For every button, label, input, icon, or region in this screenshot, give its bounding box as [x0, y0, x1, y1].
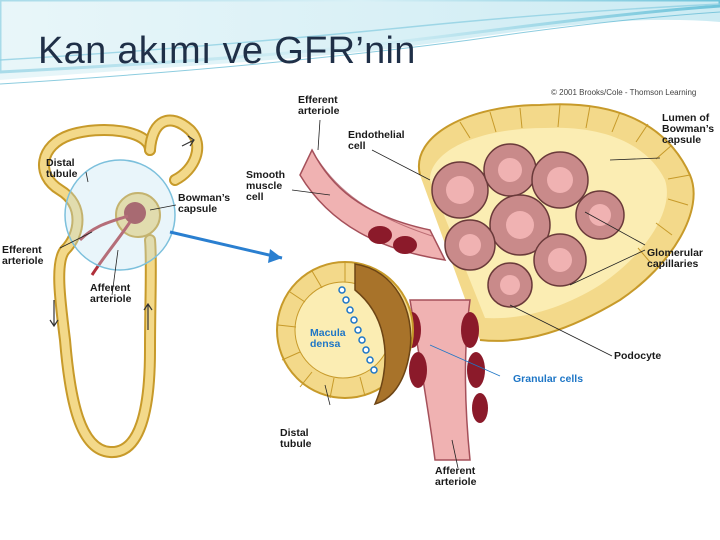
small-afferent-arteriole — [90, 221, 132, 276]
label-podocyte: Podocyte — [614, 350, 662, 362]
label-bowmans-capsule-small: Bowman’s capsule — [178, 192, 231, 215]
small-glomerulus — [124, 202, 146, 224]
label-lumen-bowmans-capsule: Lumen of Bowman’s capsule — [662, 112, 715, 146]
flow-arrow-3 — [181, 135, 195, 147]
label-granular-cells: Granular cells — [513, 373, 584, 385]
label-endothelial-cell: Endothelial cell — [348, 129, 405, 152]
label-efferent-arteriole: Efferent arteriole — [298, 94, 340, 117]
distal-tubule-cell-dividers — [277, 262, 366, 399]
label-distal-tubule: Distal tubule — [280, 427, 312, 450]
nephron-overview — [38, 114, 283, 458]
macula-densa-chain — [338, 286, 378, 374]
zoom-pointer-arrow — [169, 230, 283, 260]
label-glomerular-capillaries: Glomerular capillaries — [647, 247, 704, 270]
jga-enlarged — [276, 103, 695, 461]
label-efferent-arteriole-small: Efferent arteriole — [2, 244, 44, 267]
flow-arrow-1 — [49, 300, 59, 328]
copyright-notice: © 2001 Brooks/Cole - Thomson Learning — [551, 88, 697, 97]
header-swoosh-decoration — [0, 0, 720, 85]
macula-densa-cells — [354, 263, 412, 406]
label-afferent-arteriole-small: Afferent arteriole — [90, 282, 132, 305]
label-afferent-arteriole: Afferent arteriole — [435, 465, 477, 488]
label-macula-densa: Macula densa — [310, 327, 346, 350]
granular-cells — [368, 226, 488, 423]
flow-arrow-2 — [143, 302, 153, 330]
efferent-arteriole-vessel — [299, 148, 447, 261]
capsule-cell-dividers — [459, 104, 691, 263]
label-distal-tubule-small: Distal tubule — [46, 157, 78, 180]
leader-lines — [59, 119, 661, 469]
slide-title: Kan akımı ve GFR’nin — [38, 30, 416, 72]
label-smooth-muscle-cell: Smooth muscle cell — [246, 169, 286, 203]
small-efferent-arteriole — [78, 214, 129, 242]
zoom-highlight-circle — [64, 159, 176, 271]
